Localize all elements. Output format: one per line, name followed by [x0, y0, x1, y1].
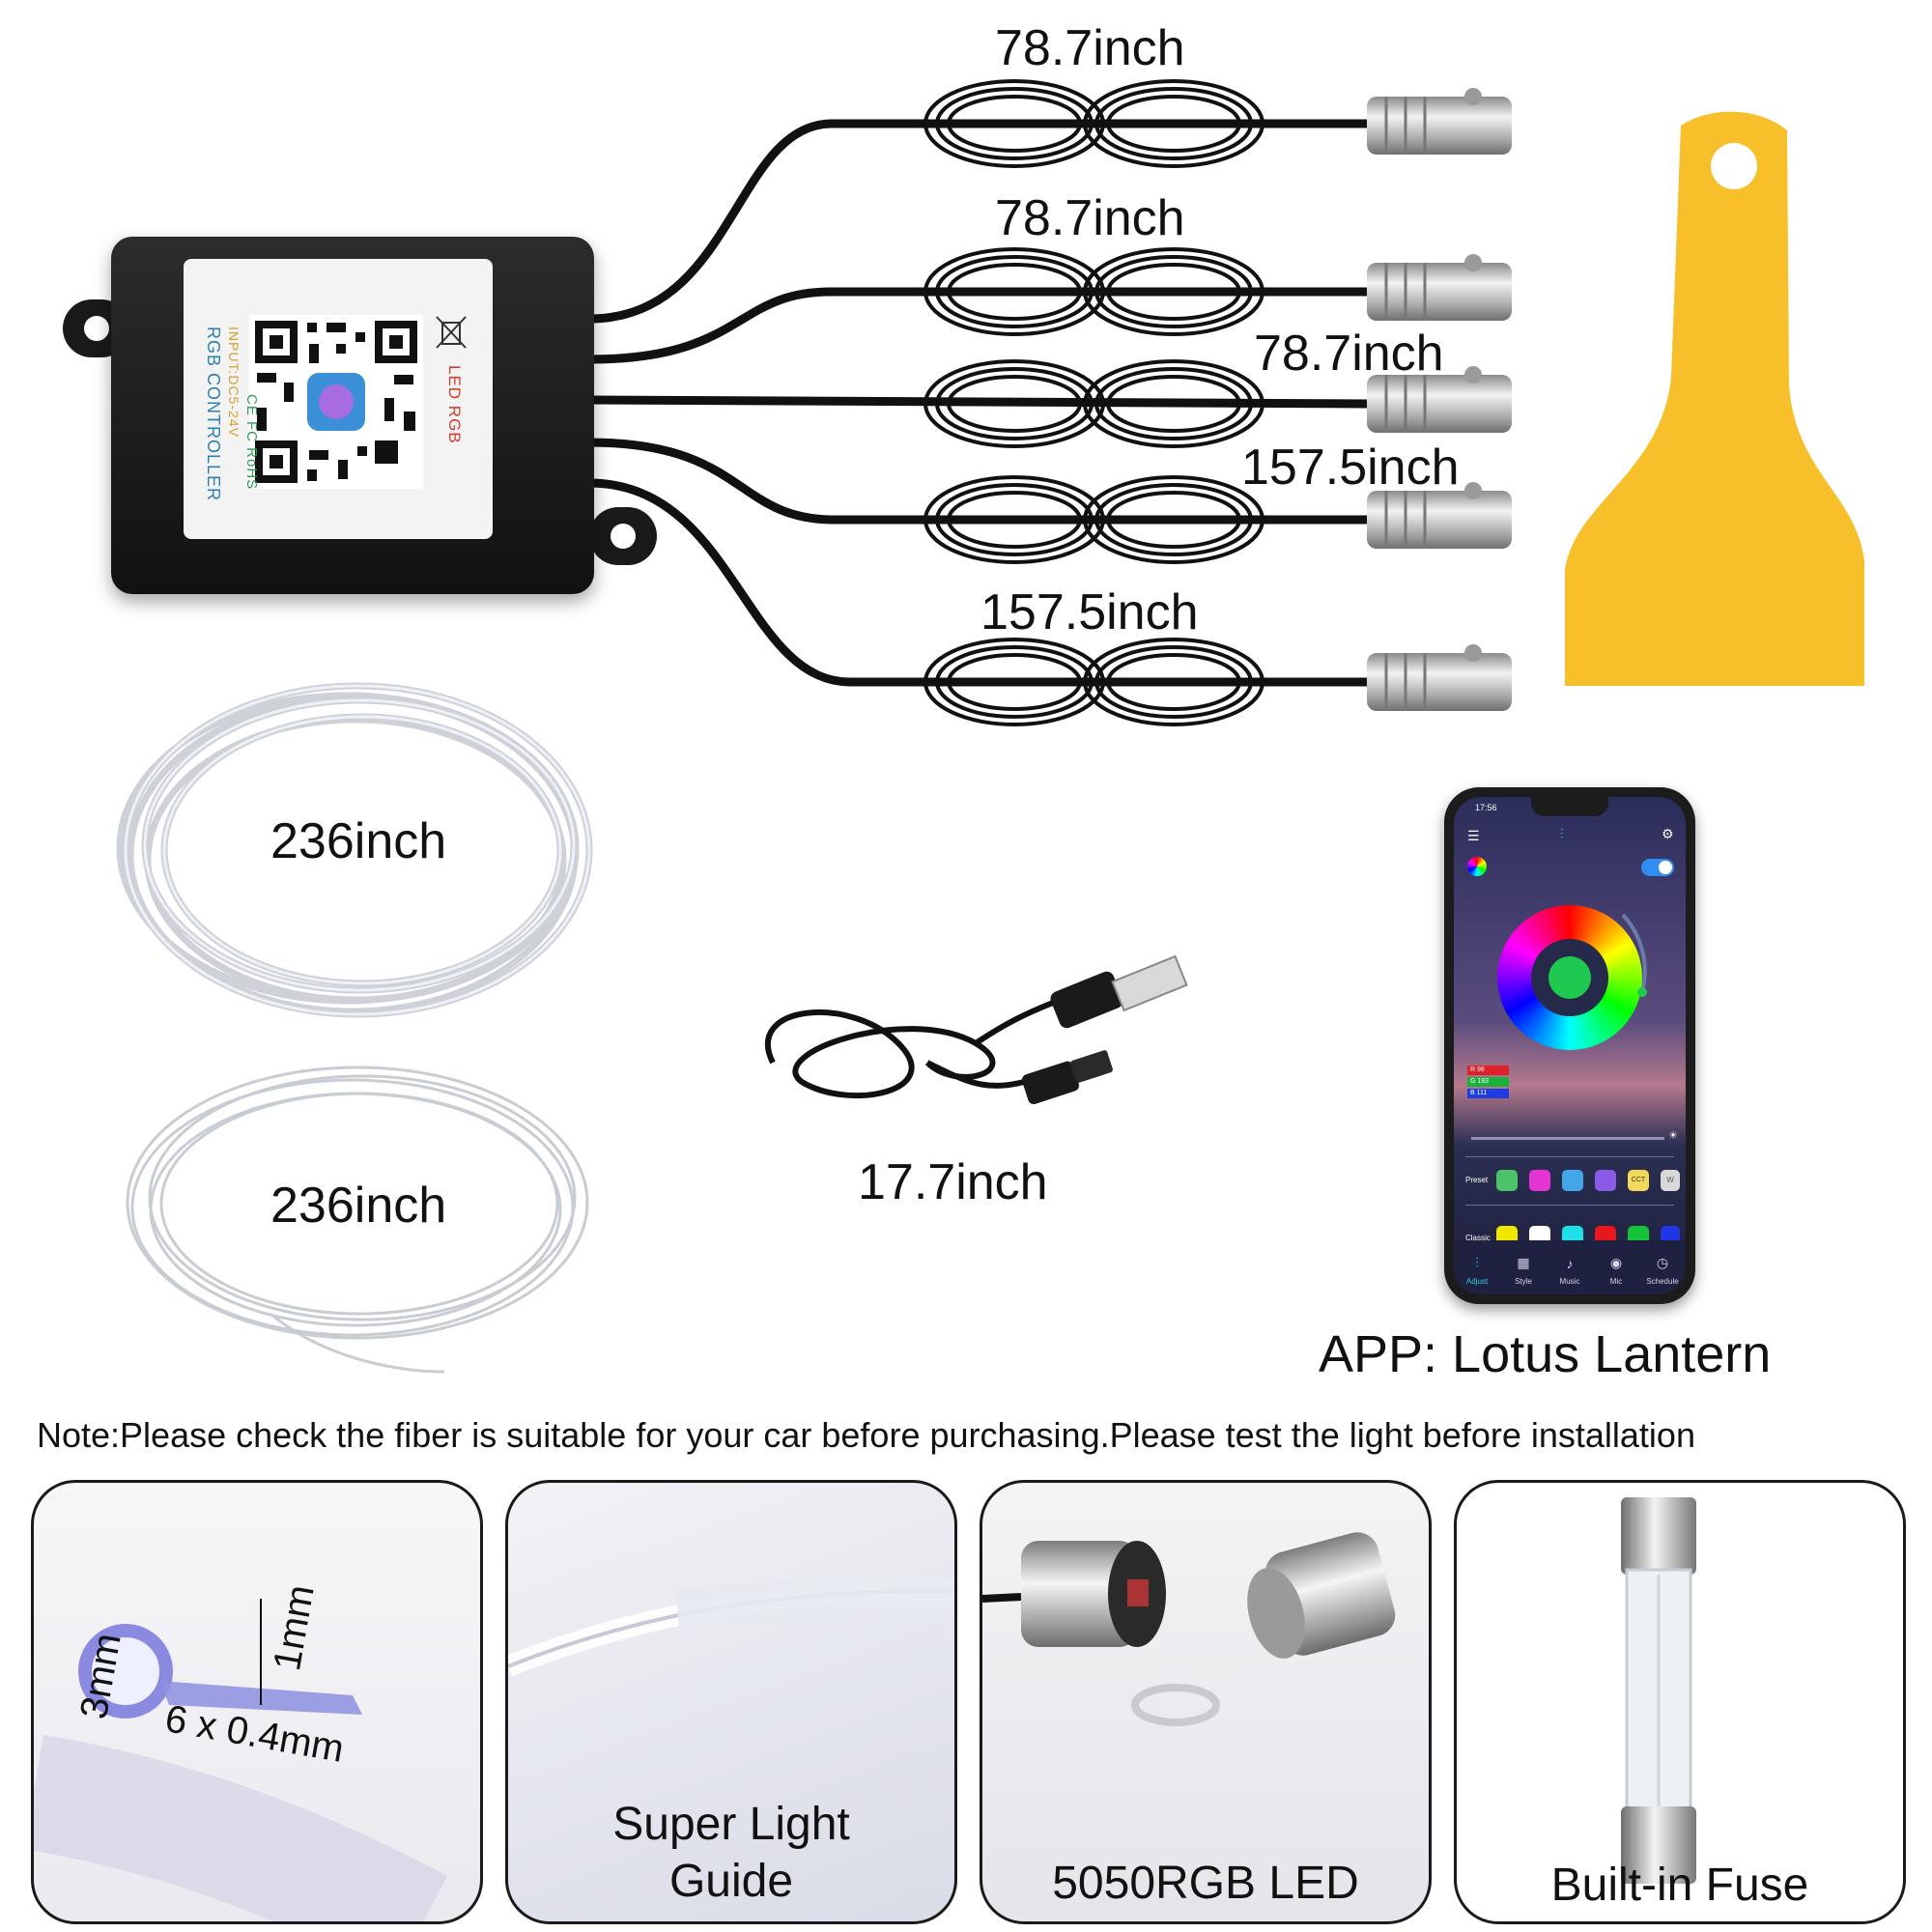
red-value: R 98: [1467, 1065, 1509, 1075]
fiber-coil-thick: [116, 682, 593, 1018]
smartphone: 17:56 ☰ ⫶ ⚙ R 98 G 193 B 111 ☀ Preset CC…: [1444, 787, 1695, 1304]
controller-text-rgb-controller: RGB CONTROLLER: [204, 327, 223, 502]
cable-coil-3: [923, 359, 1264, 448]
caption-built-in-fuse: Built-in Fuse: [1550, 1860, 1809, 1911]
cable-coil-1: [923, 79, 1264, 168]
usb-power-cable: [764, 954, 1188, 1104]
cable-coil-5: [923, 638, 1264, 726]
controller-text-cert: CE FC RoHS: [243, 394, 260, 491]
cable-coil-4: [923, 475, 1264, 564]
light-guide-strip: [508, 1577, 954, 1677]
sun-icon: ☀: [1668, 1130, 1678, 1142]
color-palette-icon[interactable]: [1467, 857, 1487, 876]
power-toggle[interactable]: [1641, 859, 1674, 876]
cable-length-label-4: 157.5inch: [1241, 440, 1460, 496]
sliders-icon: ⫶: [1475, 1255, 1479, 1270]
caption-5050rgb-led: 5050RGB LED: [1052, 1858, 1359, 1909]
led-head-2: [1367, 254, 1512, 321]
led-head-4: [1367, 482, 1512, 549]
music-icon: ♪: [1566, 1256, 1574, 1271]
brightness-arc[interactable]: [1478, 886, 1662, 1069]
panel-light-guide: Super Light Guide: [505, 1480, 957, 1924]
preset-swatch-2[interactable]: [1529, 1170, 1550, 1191]
divider: [1465, 1205, 1674, 1206]
usb-cable-length-label: 17.7inch: [858, 1154, 1048, 1210]
preset-swatch-3[interactable]: [1562, 1170, 1583, 1191]
tab-music[interactable]: ♪Music: [1547, 1256, 1593, 1289]
installation-scraper-tool: [1565, 111, 1864, 686]
preset-swatch-1[interactable]: [1496, 1170, 1518, 1191]
brightness-slider[interactable]: [1471, 1137, 1664, 1140]
led-head-1: [1367, 88, 1512, 155]
cable-diagram: [584, 79, 1512, 726]
preset-swatch-4[interactable]: [1595, 1170, 1616, 1191]
caption-super-light-guide: Super Light Guide: [612, 1799, 850, 1907]
settings-gear-icon[interactable]: ⚙: [1662, 826, 1674, 841]
cable-length-label-2: 78.7inch: [995, 190, 1185, 246]
app-tab-bar: ⫶Adjust ▦Style ♪Music ◉Mic ◷Schedule: [1454, 1240, 1686, 1294]
menu-icon[interactable]: ☰: [1467, 828, 1480, 843]
clock-icon: ◷: [1656, 1255, 1669, 1270]
rgb-controller: LED RGB RGB CONTROLLER INPUT:DC5-24V CE …: [63, 232, 657, 599]
equalizer-icon: ⫶: [1560, 826, 1564, 841]
mount-ear-right: [589, 507, 657, 565]
preset-white[interactable]: W: [1661, 1170, 1680, 1191]
grid-icon: ▦: [1517, 1255, 1530, 1270]
cable-length-label-5: 157.5inch: [980, 584, 1199, 640]
app-screen: 17:56 ☰ ⫶ ⚙ R 98 G 193 B 111 ☀ Preset CC…: [1454, 797, 1686, 1294]
controller-text-led-rgb: LED RGB: [445, 365, 464, 444]
cable-length-label-1: 78.7inch: [995, 20, 1185, 76]
panel-fiber-dimensions: 3mm 1mm 6 x 0.4mm: [31, 1480, 483, 1924]
blue-value: B 111: [1467, 1089, 1509, 1098]
controller-label: LED RGB RGB CONTROLLER INPUT:DC5-24V CE …: [184, 259, 493, 539]
purchase-note: Note:Please check the fiber is suitable …: [37, 1415, 1695, 1455]
recycle-bin-icon: [436, 316, 467, 349]
controller-text-input: INPUT:DC5-24V: [226, 327, 242, 438]
green-value: G 193: [1467, 1077, 1509, 1087]
led-head-3: [1367, 366, 1512, 433]
microphone-icon: ◉: [1609, 1255, 1623, 1270]
qr-code: [249, 315, 423, 489]
divider: [1465, 1156, 1674, 1157]
led-head-5: [1367, 644, 1512, 711]
tab-style[interactable]: ▦Style: [1500, 1255, 1547, 1289]
panel-rgb-led: 5050RGB LED: [980, 1480, 1432, 1924]
selected-color-preview: [1548, 956, 1591, 999]
tab-schedule[interactable]: ◷Schedule: [1639, 1255, 1686, 1289]
preset-cct[interactable]: CCT: [1628, 1170, 1649, 1191]
tab-mic[interactable]: ◉Mic: [1593, 1255, 1639, 1289]
cable-length-label-3: 78.7inch: [1254, 326, 1444, 382]
app-name-label: APP: Lotus Lantern: [1319, 1325, 1772, 1383]
glass-fuse: [1621, 1497, 1696, 1884]
preset-label: Preset: [1465, 1176, 1489, 1184]
fiber-length-label-thick: 236inch: [270, 813, 447, 869]
classic-label: Classic: [1465, 1234, 1491, 1242]
cable-coil-2: [923, 247, 1264, 336]
panel-fuse: Built-in Fuse: [1454, 1480, 1906, 1924]
fiber-length-label-thin: 236inch: [270, 1178, 447, 1234]
tab-adjust[interactable]: ⫶Adjust: [1454, 1255, 1500, 1289]
status-time: 17:56: [1475, 803, 1497, 812]
fiber-coil-thin: [126, 1065, 589, 1374]
fiber-cross-section: [34, 1599, 448, 1921]
led-module-parts: [982, 1532, 1396, 1726]
